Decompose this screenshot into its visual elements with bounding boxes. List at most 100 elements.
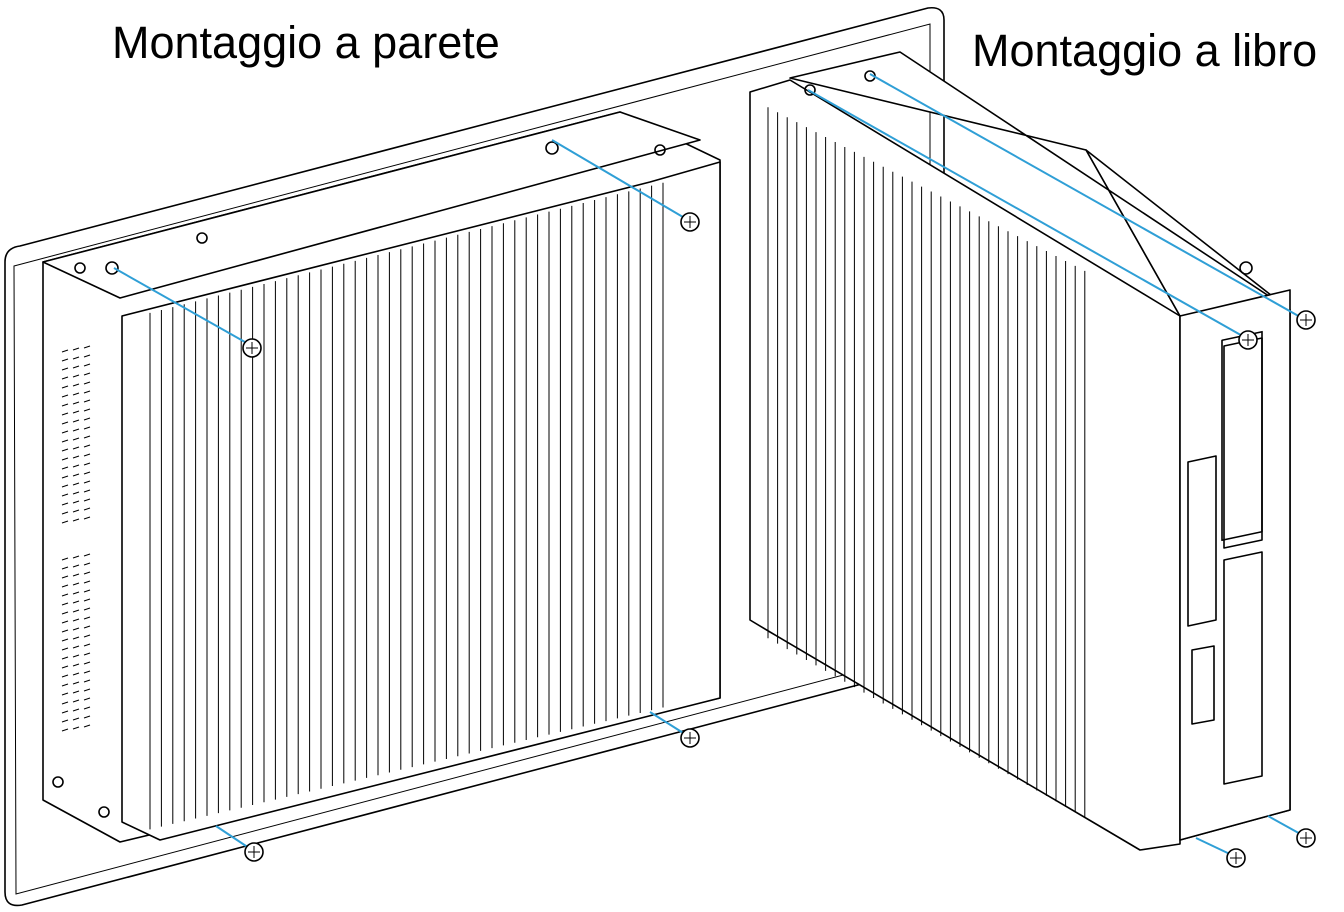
vent-slot bbox=[61, 674, 69, 678]
vent-slot bbox=[72, 717, 80, 721]
wall-mount-hole bbox=[74, 262, 86, 274]
vent-slot bbox=[61, 349, 69, 353]
vent-slot bbox=[72, 419, 80, 423]
vent-slot bbox=[61, 502, 69, 506]
vent-slot bbox=[72, 600, 80, 604]
vent-slot bbox=[61, 448, 69, 452]
screw-icon bbox=[242, 338, 262, 358]
book-heatsink bbox=[749, 79, 1181, 851]
vent-slot bbox=[83, 390, 91, 394]
vent-slot bbox=[72, 410, 80, 414]
vent-slot bbox=[83, 625, 91, 629]
vent-slot bbox=[72, 437, 80, 441]
vent-slot bbox=[72, 509, 80, 513]
screw-icon bbox=[244, 842, 264, 862]
vent-slot bbox=[61, 719, 69, 723]
vent-slot bbox=[83, 381, 91, 385]
vent-slot bbox=[72, 690, 80, 694]
vent-slot bbox=[72, 455, 80, 459]
vent-slot bbox=[72, 428, 80, 432]
vent-slot bbox=[72, 482, 80, 486]
vent-slot bbox=[72, 356, 80, 360]
screw-icon bbox=[1226, 848, 1246, 868]
screw-icon bbox=[680, 212, 700, 232]
vent-slot bbox=[72, 591, 80, 595]
screw-icon bbox=[1296, 828, 1316, 848]
vent-slot bbox=[83, 571, 91, 575]
vent-slot bbox=[61, 358, 69, 362]
wall-mount-hole bbox=[98, 806, 110, 818]
screw-icon bbox=[680, 728, 700, 748]
vent-slot bbox=[83, 634, 91, 638]
wall-keyhole bbox=[105, 261, 119, 275]
vent-slot bbox=[83, 715, 91, 719]
vent-slot bbox=[61, 475, 69, 479]
vent-slot bbox=[72, 627, 80, 631]
vent-slot bbox=[83, 679, 91, 683]
book-guide-line bbox=[807, 89, 1247, 339]
book-keyhole bbox=[804, 84, 816, 96]
vent-slot bbox=[83, 643, 91, 647]
vent-slot bbox=[83, 426, 91, 430]
wall-guide-line bbox=[649, 711, 689, 737]
vent-slot bbox=[83, 435, 91, 439]
vent-slot bbox=[72, 446, 80, 450]
vent-slot bbox=[72, 663, 80, 667]
wall-heatsink-fins bbox=[149, 182, 664, 830]
vent-slot bbox=[72, 383, 80, 387]
vent-slot bbox=[61, 593, 69, 597]
wall-guide-line bbox=[551, 139, 689, 221]
wall-keyhole bbox=[545, 141, 559, 155]
book-io-port bbox=[1191, 645, 1215, 725]
vent-slot bbox=[72, 708, 80, 712]
vent-slot bbox=[72, 645, 80, 649]
vent-slot bbox=[61, 439, 69, 443]
vent-slot bbox=[83, 616, 91, 620]
wall-heatsink bbox=[121, 161, 721, 841]
vent-slot bbox=[83, 516, 91, 520]
vent-slot bbox=[61, 602, 69, 606]
vent-slot bbox=[83, 399, 91, 403]
vent-slot bbox=[72, 654, 80, 658]
vent-slot bbox=[83, 706, 91, 710]
vent-slot bbox=[72, 726, 80, 730]
vent-slot bbox=[72, 374, 80, 378]
vent-slot bbox=[83, 489, 91, 493]
vent-slot bbox=[72, 618, 80, 622]
vent-slot bbox=[61, 629, 69, 633]
vent-slot bbox=[83, 345, 91, 349]
vent-slot bbox=[72, 672, 80, 676]
vent-slot bbox=[72, 473, 80, 477]
vent-slot bbox=[83, 408, 91, 412]
vent-slot bbox=[83, 480, 91, 484]
vent-slot bbox=[72, 500, 80, 504]
vent-slot bbox=[61, 412, 69, 416]
vent-slot bbox=[61, 421, 69, 425]
book-io-panel bbox=[1179, 289, 1291, 841]
vent-slot bbox=[72, 636, 80, 640]
vent-slot bbox=[61, 367, 69, 371]
vent-slot bbox=[83, 598, 91, 602]
vent-slot bbox=[72, 681, 80, 685]
vent-slot bbox=[61, 493, 69, 497]
vent-slot bbox=[61, 683, 69, 687]
wall-guide-line bbox=[215, 825, 253, 851]
vent-slot bbox=[83, 417, 91, 421]
vent-slot bbox=[72, 555, 80, 559]
vent-slot bbox=[83, 589, 91, 593]
vent-slot bbox=[72, 401, 80, 405]
wall-vent-pattern bbox=[61, 345, 91, 732]
book-heatsink-fins bbox=[767, 107, 1086, 818]
vent-slot bbox=[61, 557, 69, 561]
vent-slot bbox=[83, 354, 91, 358]
vent-slot bbox=[83, 453, 91, 457]
vent-slot bbox=[72, 392, 80, 396]
vent-slot bbox=[61, 457, 69, 461]
vent-slot bbox=[61, 620, 69, 624]
wall-bracket-top bbox=[42, 111, 701, 299]
vent-slot bbox=[61, 710, 69, 714]
vent-slot bbox=[61, 484, 69, 488]
vent-slot bbox=[83, 688, 91, 692]
vent-slot bbox=[61, 520, 69, 524]
